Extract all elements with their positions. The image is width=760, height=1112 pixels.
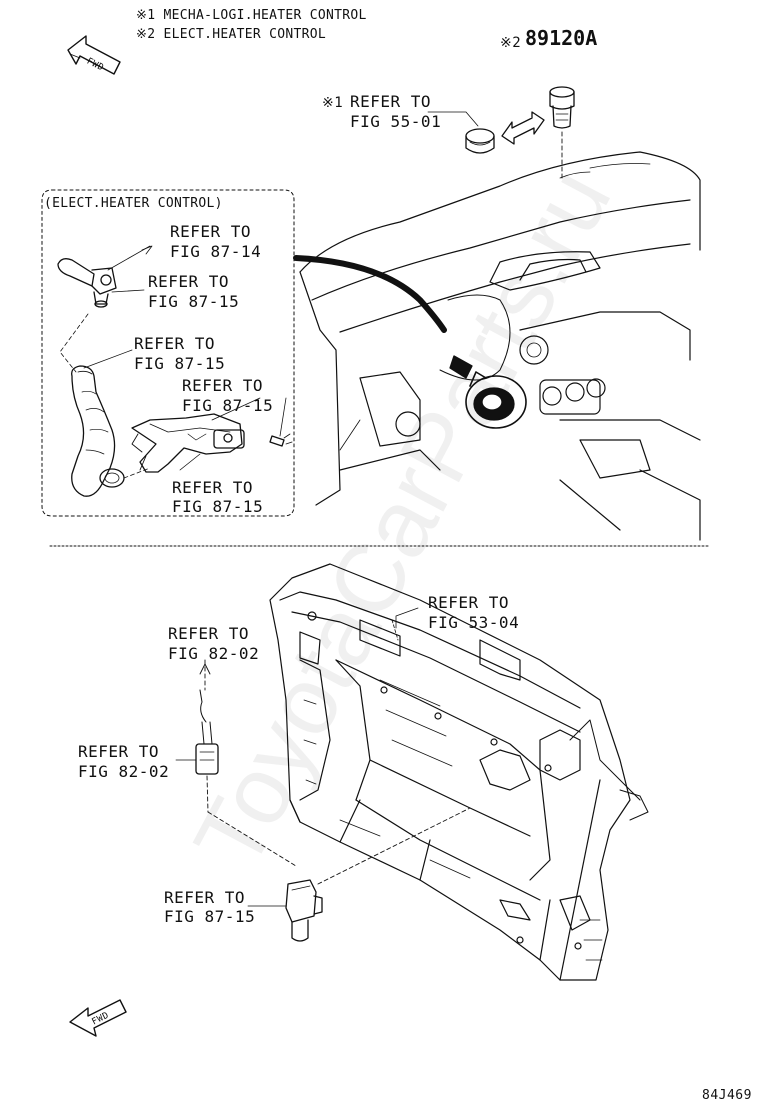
ambient-sensor-icon [285, 879, 323, 942]
ref-fig82-02-a-line1[interactable]: REFER TO [168, 624, 250, 643]
ref-fig87-15-a-line2[interactable]: FIG 87-15 [148, 292, 240, 311]
ref-fig55-mark: ※1 [322, 95, 344, 111]
inset-frame [41, 189, 295, 517]
sensor-89120a-icon [549, 86, 575, 179]
ref-fig82-02-b-line2[interactable]: FIG 82-02 [78, 762, 170, 781]
ref-fig87-15-d-line2[interactable]: FIG 87-15 [172, 497, 264, 516]
inset-title: (ELECT.HEATER CONTROL) [44, 196, 223, 211]
diagram-code: 84J469 [702, 1088, 752, 1103]
ref-fig87-15-d-line1[interactable]: REFER TO [172, 478, 254, 497]
heater-control-knob-icon [449, 355, 527, 429]
harness-connector-icon [195, 689, 219, 813]
exchange-arrow-icon [501, 111, 545, 145]
ref-fig87-14-line1[interactable]: REFER TO [170, 222, 252, 241]
ref-fig87-15-b-line1[interactable]: REFER TO [134, 334, 216, 353]
inset-heater-unit-icon [131, 413, 245, 473]
ref-fig87-15-e-line2[interactable]: FIG 87-15 [164, 907, 256, 926]
part-number-89120a[interactable]: 89120A [525, 26, 598, 50]
ref-fig87-15-c-line1[interactable]: REFER TO [182, 376, 264, 395]
ref-fig82-02-a-line2[interactable]: FIG 82-02 [168, 644, 260, 663]
inset-duct-hose-icon [71, 365, 125, 497]
fwd-arrow-bottom-icon [69, 999, 127, 1037]
ref-fig55-line1[interactable]: REFER TO [350, 92, 432, 111]
inset-hose-connector-icon [57, 258, 117, 308]
ref-fig87-15-e-line1[interactable]: REFER TO [164, 888, 246, 907]
callout-curve-line [293, 255, 447, 333]
part-mark: ※2 [500, 35, 522, 51]
ref-fig87-15-a-line1[interactable]: REFER TO [148, 272, 230, 291]
radiator-support-frame [269, 563, 649, 981]
dashboard-outline [299, 151, 701, 541]
ref-fig55-line2[interactable]: FIG 55-01 [350, 112, 442, 131]
note-mecha-logi: ※1 MECHA-LOGI.HEATER CONTROL [136, 8, 367, 23]
fwd-arrow-top-icon [67, 35, 121, 75]
ref-fig53-04-line2[interactable]: FIG 53-04 [428, 613, 520, 632]
ref-fig82-02-b-line1[interactable]: REFER TO [78, 742, 160, 761]
ref-fig53-04-line1[interactable]: REFER TO [428, 593, 510, 612]
ref-fig87-15-b-line2[interactable]: FIG 87-15 [134, 354, 226, 373]
heater-control-cap-icon [465, 128, 495, 154]
note-elect-heater: ※2 ELECT.HEATER CONTROL [136, 27, 326, 42]
screw-icon [269, 397, 293, 447]
ref-fig87-14-line2[interactable]: FIG 87-14 [170, 242, 262, 261]
ref-fig87-15-c-line2[interactable]: FIG 87-15 [182, 396, 274, 415]
